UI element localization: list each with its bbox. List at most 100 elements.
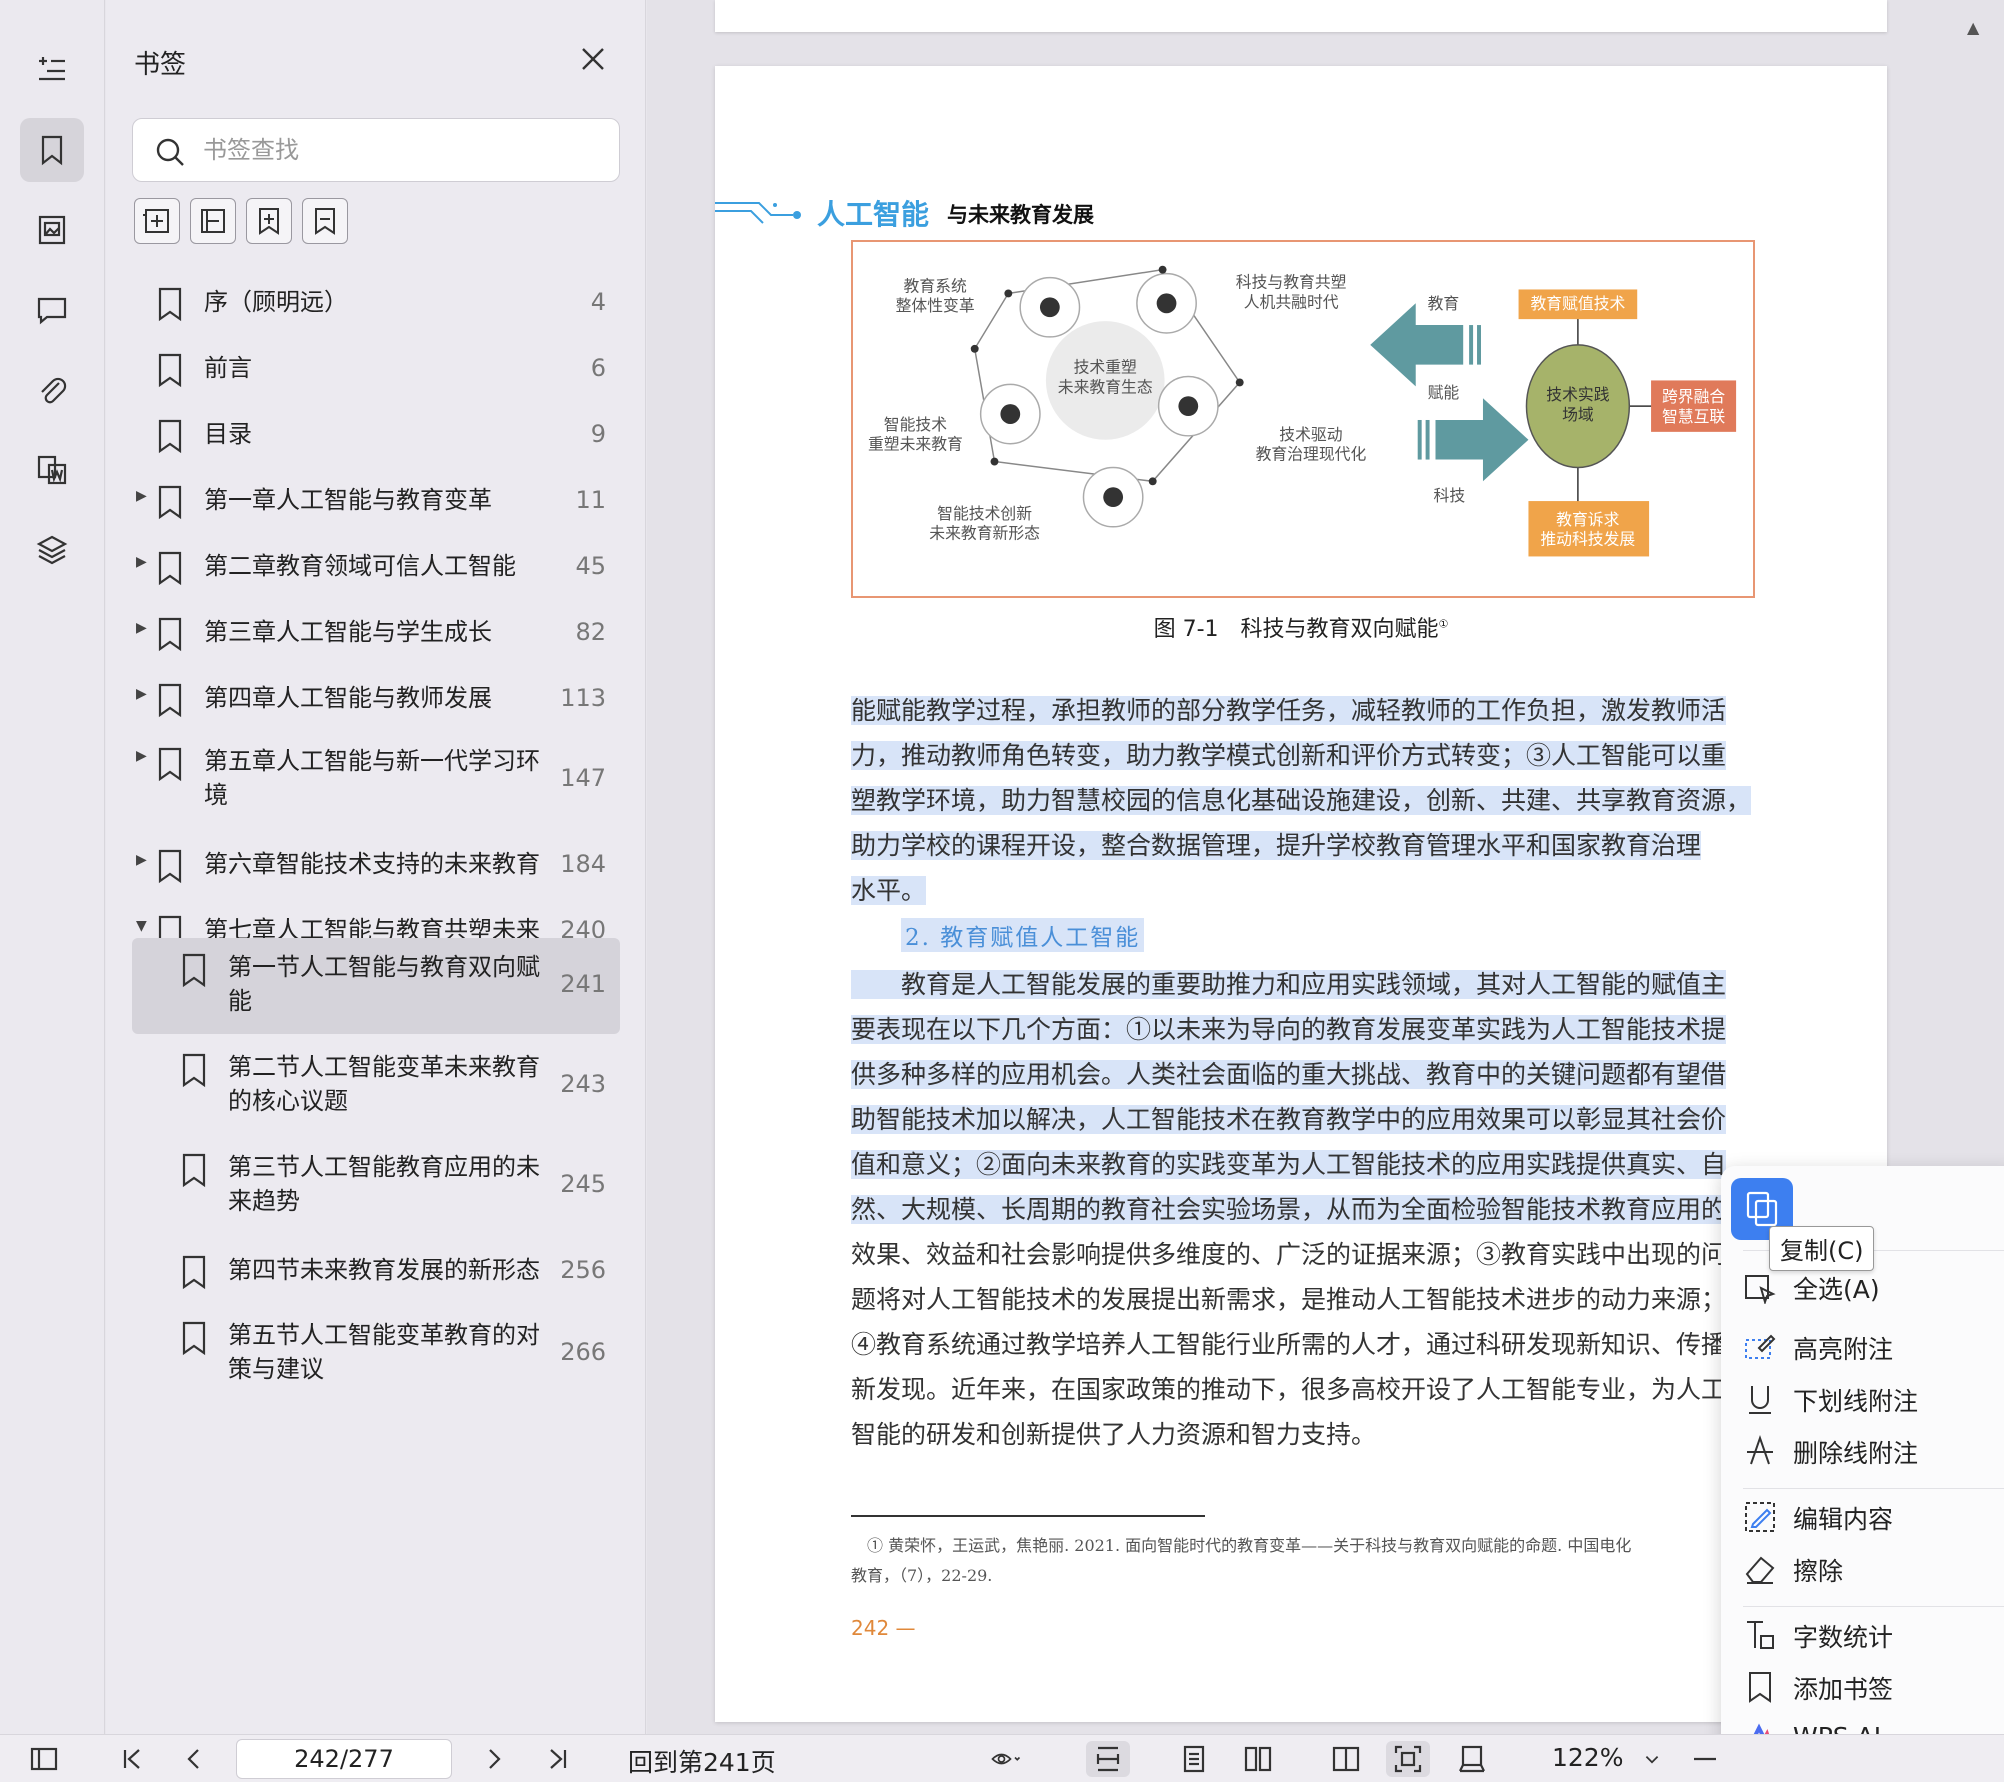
text-line: 塑教学环境，助力智慧校园的信息化基础设施建设，创新、共建、共享教育资源， bbox=[851, 778, 1757, 823]
panel-title: 书签 bbox=[134, 50, 187, 80]
highlight-icon bbox=[1743, 1330, 1777, 1364]
search-input[interactable] bbox=[203, 129, 603, 171]
thumbnail-icon[interactable] bbox=[20, 198, 84, 262]
menu-item-erase[interactable]: 擦除 bbox=[1743, 1548, 2004, 1592]
expand-arrow-icon[interactable]: ▶ bbox=[136, 852, 147, 868]
comment-icon[interactable] bbox=[20, 278, 84, 342]
highlight-label: 高亮附注 bbox=[1793, 1335, 1894, 1364]
first-page-icon[interactable] bbox=[114, 1741, 150, 1777]
paragraph-3[interactable]: 效果、效益和社会影响提供多维度的、广泛的证据来源；③教育实践中出现的问题将对人工… bbox=[851, 1232, 1757, 1457]
goto-page-link[interactable]: 回到第241页 bbox=[628, 1748, 776, 1777]
select-all-icon bbox=[1743, 1270, 1777, 1306]
svg-text:教育: 教育 bbox=[1428, 294, 1460, 313]
zoom-out-icon[interactable] bbox=[1690, 1741, 1720, 1777]
remove-bookmark-button[interactable] bbox=[302, 198, 348, 244]
svg-text:重塑未来教育: 重塑未来教育 bbox=[868, 435, 963, 454]
double-page-icon[interactable] bbox=[1236, 1741, 1280, 1777]
page-number-input[interactable] bbox=[236, 1739, 452, 1779]
text-span: 然、大规模、长周期的教育社会实验场景，从而为全面检验智能技术教育应用的 bbox=[851, 1195, 1727, 1224]
expand-arrow-icon[interactable]: ▶ bbox=[136, 554, 147, 570]
svg-text:科技与教育共塑: 科技与教育共塑 bbox=[1236, 272, 1347, 291]
svg-text:教育系统: 教育系统 bbox=[904, 276, 967, 295]
single-page-icon[interactable] bbox=[1172, 1741, 1216, 1777]
svg-text:未来教育新形态: 未来教育新形态 bbox=[929, 524, 1040, 543]
paragraph-1[interactable]: 能赋能教学过程，承担教师的部分教学任务，减轻教师的工作负担，激发教师活力，推动教… bbox=[851, 688, 1757, 913]
bookmark-page-number: 184 bbox=[560, 850, 606, 878]
zoom-dropdown-icon[interactable] bbox=[1640, 1741, 1664, 1777]
previous-page-icon[interactable] bbox=[176, 1741, 212, 1777]
menu-item-edit-content[interactable]: 编辑内容 bbox=[1743, 1496, 2004, 1540]
menu-item-highlight[interactable]: 高亮附注 bbox=[1743, 1326, 2004, 1370]
document-page: 人工智能 与未来教育发展 bbox=[715, 66, 1887, 1722]
text-span: 值和意义；②面向未来教育的实践变革为人工智能技术的应用实践提供真实、自 bbox=[851, 1150, 1727, 1179]
last-page-icon[interactable] bbox=[540, 1741, 576, 1777]
status-bar: 回到第241页 122% bbox=[0, 1734, 2004, 1782]
edit-icon bbox=[1743, 1500, 1777, 1534]
collapse-all-button[interactable] bbox=[190, 198, 236, 244]
zoom-level[interactable]: 122% bbox=[1552, 1743, 1624, 1772]
bookmark-item[interactable]: ▶ 第六章智能技术支持的未来教育 184 bbox=[132, 832, 620, 898]
select-all-item[interactable]: 全选(A) bbox=[1743, 1266, 2004, 1310]
scroll-up-icon[interactable]: ▲ bbox=[1967, 18, 1980, 37]
paragraph-2[interactable]: 教育是人工智能发展的重要助推力和应用实践领域，其对人工智能的赋值主要表现在以下几… bbox=[851, 962, 1757, 1232]
context-menu: 复制(C) 全选(A) 高亮附注 下划线附注 删除线附注 编辑内容 擦除 字数统… bbox=[1721, 1166, 2004, 1782]
bookmark-search[interactable] bbox=[132, 118, 620, 182]
menu-item-underline[interactable]: 下划线附注 bbox=[1743, 1378, 2004, 1422]
expand-arrow-icon[interactable]: ▶ bbox=[136, 488, 147, 504]
search-icon bbox=[153, 135, 187, 169]
convert-word-icon[interactable] bbox=[20, 438, 84, 502]
collapse-arrow-icon[interactable]: ▼ bbox=[136, 918, 147, 934]
expand-all-button[interactable] bbox=[134, 198, 180, 244]
book-mode-icon[interactable] bbox=[1324, 1741, 1368, 1777]
svg-text:技术实践: 技术实践 bbox=[1546, 385, 1609, 404]
fullscreen-icon[interactable] bbox=[1450, 1741, 1494, 1777]
menu-item-word-count[interactable]: 字数统计 bbox=[1743, 1614, 2004, 1658]
bookmark-label: 第五节人工智能变革教育的对策与建议 bbox=[228, 1321, 540, 1383]
fit-width-icon[interactable] bbox=[1086, 1741, 1130, 1777]
underline-icon bbox=[1743, 1382, 1777, 1416]
text-line: 然、大规模、长周期的教育社会实验场景，从而为全面检验智能技术教育应用的 bbox=[851, 1187, 1757, 1232]
bookmark-label: 第六章智能技术支持的未来教育 bbox=[204, 850, 540, 878]
add-bookmark-button[interactable] bbox=[246, 198, 292, 244]
svg-text:科技: 科技 bbox=[1434, 486, 1466, 505]
layers-icon[interactable] bbox=[20, 518, 84, 582]
toggle-sidebar-icon[interactable] bbox=[26, 1741, 62, 1777]
text-span: 助力学校的课程开设，整合数据管理，提升学校教育管理水平和国家教育治理 bbox=[851, 831, 1702, 860]
menu-item-add-bookmark[interactable]: 添加书签 bbox=[1743, 1666, 2004, 1710]
fit-page-icon[interactable] bbox=[1386, 1741, 1430, 1777]
text-span: 助智能技术加以解决，人工智能技术在教育教学中的应用效果可以彰显其社会价 bbox=[851, 1105, 1727, 1134]
menu-separator bbox=[1743, 1488, 2004, 1489]
bookmark-label: 第二章教育领域可信人工智能 bbox=[204, 552, 516, 580]
expand-arrow-icon[interactable]: ▶ bbox=[136, 620, 147, 636]
expand-arrow-icon[interactable]: ▶ bbox=[136, 748, 147, 764]
bookmark-icon bbox=[180, 1052, 208, 1088]
next-page-icon[interactable] bbox=[476, 1741, 512, 1777]
expand-arrow-icon[interactable]: ▶ bbox=[136, 686, 147, 702]
bookmark-panel-icon[interactable] bbox=[20, 118, 84, 182]
attachment-icon[interactable] bbox=[20, 358, 84, 422]
bookmark-item[interactable]: 序（顾明远）4 bbox=[132, 270, 620, 336]
bookmark-page-number: 245 bbox=[560, 1170, 606, 1198]
menu-item-strikethrough[interactable]: 删除线附注 bbox=[1743, 1430, 2004, 1474]
view-mode-eye-icon[interactable] bbox=[976, 1741, 1036, 1777]
text-line: 题将对人工智能技术的发展提出新需求，是推动人工智能技术进步的动力来源； bbox=[851, 1277, 1757, 1322]
bookmark-page-number: 4 bbox=[590, 288, 606, 316]
text-line: 要表现在以下几个方面：①以未来为导向的教育发展变革实践为人工智能技术提 bbox=[851, 1007, 1757, 1052]
bookmark-page-number: 9 bbox=[590, 420, 606, 448]
close-icon[interactable] bbox=[578, 44, 608, 74]
footnote-rule bbox=[851, 1515, 1205, 1517]
tool-rail bbox=[0, 0, 105, 1734]
outline-icon[interactable] bbox=[20, 38, 84, 102]
